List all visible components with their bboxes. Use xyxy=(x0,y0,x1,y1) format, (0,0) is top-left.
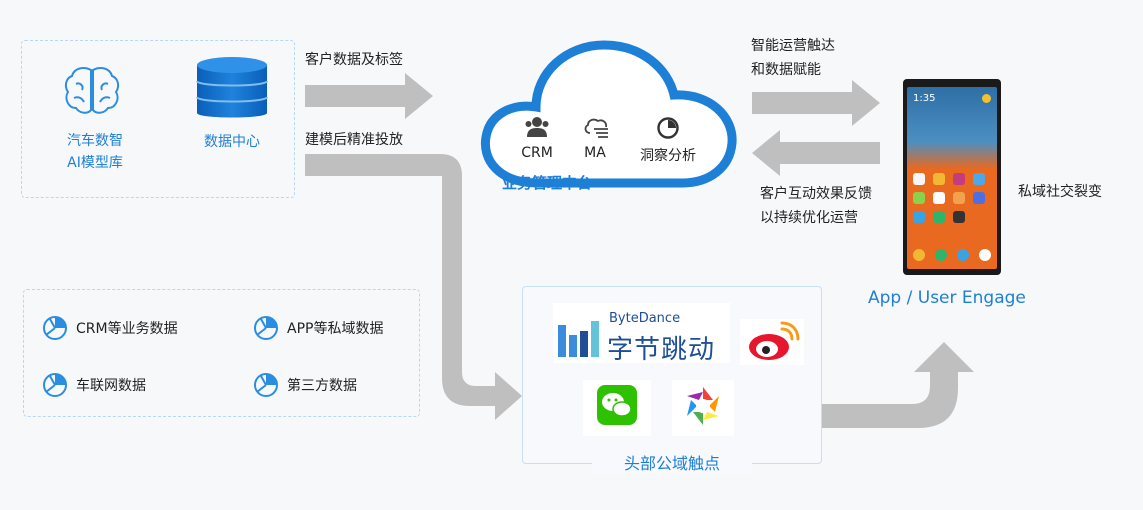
cloud-item-crm: CRM xyxy=(521,145,553,161)
feedback-line1: 客户互动效果反馈 xyxy=(760,186,872,202)
app-icon xyxy=(933,173,945,185)
cloud-shape xyxy=(480,40,737,188)
customer-data-label: 客户数据及标签 xyxy=(305,52,403,68)
app-icon xyxy=(953,173,965,185)
source-crm: CRM等业务数据 xyxy=(42,315,178,341)
database-icon xyxy=(196,57,268,118)
arrow-precision-delivery xyxy=(305,154,522,420)
dock-icon xyxy=(979,249,991,261)
wechat-icon xyxy=(597,385,637,425)
app-icon xyxy=(953,211,965,223)
arrow-customer-data xyxy=(305,73,433,119)
aperture-icon xyxy=(687,387,719,425)
pie-chart-icon xyxy=(43,373,67,397)
app-icon xyxy=(953,192,965,204)
source-app-label: APP等私域数据 xyxy=(287,321,384,337)
app-icon xyxy=(913,192,925,204)
public-domain-title: 头部公域触点 xyxy=(592,450,752,474)
source-crm-label: CRM等业务数据 xyxy=(76,321,178,337)
bytedance-mark-icon xyxy=(558,321,599,357)
pie-chart-icon xyxy=(657,117,679,139)
arrow-feedback xyxy=(752,130,880,176)
cloud-data-icon xyxy=(584,118,608,138)
pie-chart-icon xyxy=(43,316,67,340)
bytedance-logo: ByteDance 字节跳动 xyxy=(553,303,730,365)
app-icon xyxy=(973,173,985,185)
bytedance-cn: 字节跳动 xyxy=(607,335,716,365)
app-icon xyxy=(973,192,985,204)
app-grid xyxy=(913,173,991,223)
feedback-line2: 以持续优化运营 xyxy=(760,210,858,226)
pie-chart-icon xyxy=(254,316,278,340)
source-third-party: 第三方数据 xyxy=(253,372,357,398)
phone-time: 1:35 xyxy=(913,93,936,104)
cloud-item-insight: 洞察分析 xyxy=(640,148,696,164)
dock xyxy=(913,249,991,261)
phone: 1:35 xyxy=(903,79,1001,275)
pie-chart-icon xyxy=(254,373,278,397)
dock-icon xyxy=(913,249,925,261)
phone-screen: 1:35 xyxy=(907,87,997,269)
ai-model-label: 汽车数智 AI模型库 xyxy=(40,130,150,174)
weather-icon xyxy=(982,94,991,103)
smart-reach-label: 智能运营触达 和数据赋能 xyxy=(751,34,835,82)
dock-icon xyxy=(935,249,947,261)
weibo-icon xyxy=(749,321,800,360)
dock-icon xyxy=(957,249,969,261)
source-iov-label: 车联网数据 xyxy=(76,378,146,394)
app-icon xyxy=(913,173,925,185)
wechat-logo xyxy=(583,380,651,436)
ai-label-line1: 汽车数智 xyxy=(67,133,123,149)
feedback-label: 客户互动效果反馈 以持续优化运营 xyxy=(760,182,872,230)
brain-icon xyxy=(64,67,120,114)
cloud-item-ma: MA xyxy=(584,145,606,161)
cloud-title: 业务管理中台 xyxy=(502,174,593,192)
app-icon xyxy=(933,192,945,204)
users-icon xyxy=(525,117,549,137)
precision-delivery-label: 建模后精准投放 xyxy=(305,132,403,148)
weibo-logo xyxy=(740,319,804,365)
source-app: APP等私域数据 xyxy=(253,315,383,341)
arrow-smart-reach xyxy=(752,80,880,126)
bytedance-en: ByteDance xyxy=(609,311,681,326)
smart-reach-line2: 和数据赋能 xyxy=(751,62,821,78)
app-icon xyxy=(933,211,945,223)
aperture-logo xyxy=(672,380,734,436)
arrow-to-app xyxy=(822,342,974,428)
source-third-party-label: 第三方数据 xyxy=(287,378,357,394)
phone-caption: App / User Engage xyxy=(868,288,1026,308)
app-icon xyxy=(913,211,925,223)
smart-reach-line1: 智能运营触达 xyxy=(751,38,835,54)
data-center-label: 数据中心 xyxy=(204,134,260,150)
private-social-label: 私域社交裂变 xyxy=(1018,184,1102,200)
ai-label-line2: AI模型库 xyxy=(67,155,123,171)
source-iov: 车联网数据 xyxy=(42,372,146,398)
data-sources-panel xyxy=(23,289,420,417)
